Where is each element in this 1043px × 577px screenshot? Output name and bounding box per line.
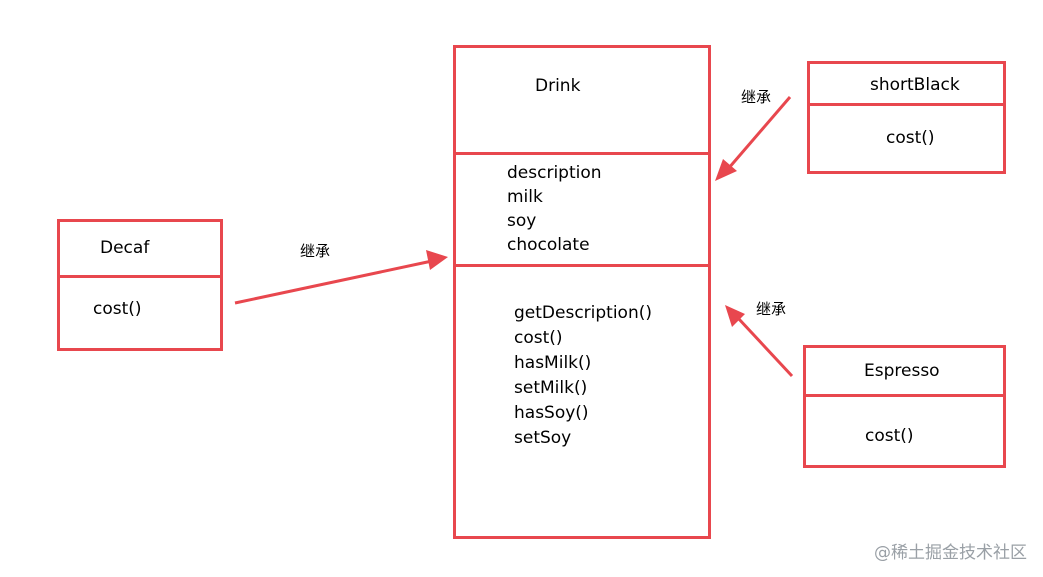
arrow-head-decaf bbox=[426, 250, 448, 270]
class-name: shortBlack bbox=[870, 75, 960, 95]
arrow-head-espresso bbox=[725, 305, 745, 327]
method: hasMilk() bbox=[514, 353, 592, 373]
class-name: Espresso bbox=[864, 361, 940, 381]
method: setSoy bbox=[514, 428, 572, 448]
class-name: Decaf bbox=[100, 238, 150, 258]
attribute: chocolate bbox=[507, 235, 590, 255]
method: cost() bbox=[886, 128, 935, 148]
arrow-line-espresso bbox=[736, 316, 794, 378]
inheritance-label: 继承 bbox=[756, 300, 787, 318]
class-short-black: shortBlack cost() bbox=[807, 61, 1006, 174]
method: setMilk() bbox=[514, 378, 588, 398]
class-name: Drink bbox=[535, 76, 581, 96]
attribute: description bbox=[507, 163, 602, 183]
divider bbox=[456, 264, 708, 267]
method: cost() bbox=[865, 426, 914, 446]
arrow-line-decaf bbox=[234, 259, 433, 305]
class-espresso: Espresso cost() bbox=[803, 345, 1006, 468]
class-drink: Drink description milk soy chocolate get… bbox=[453, 45, 711, 539]
attribute: milk bbox=[507, 187, 543, 207]
method-list: getDescription() cost() hasMilk() setMil… bbox=[514, 301, 652, 451]
arrow-line-short-black bbox=[726, 96, 792, 170]
method: cost() bbox=[514, 328, 563, 348]
class-decaf: Decaf cost() bbox=[57, 219, 223, 351]
watermark: @稀土掘金技术社区 bbox=[874, 543, 1027, 563]
divider bbox=[456, 152, 708, 155]
inheritance-label: 继承 bbox=[300, 242, 331, 260]
divider bbox=[60, 275, 220, 278]
method: hasSoy() bbox=[514, 403, 589, 423]
divider bbox=[810, 103, 1003, 106]
divider bbox=[806, 394, 1003, 397]
inheritance-label: 继承 bbox=[741, 88, 772, 106]
attribute: soy bbox=[507, 211, 537, 231]
method: cost() bbox=[93, 299, 142, 319]
arrow-head-short-black bbox=[715, 159, 737, 181]
method: getDescription() bbox=[514, 303, 653, 323]
attribute-list: description milk soy chocolate bbox=[507, 161, 602, 257]
